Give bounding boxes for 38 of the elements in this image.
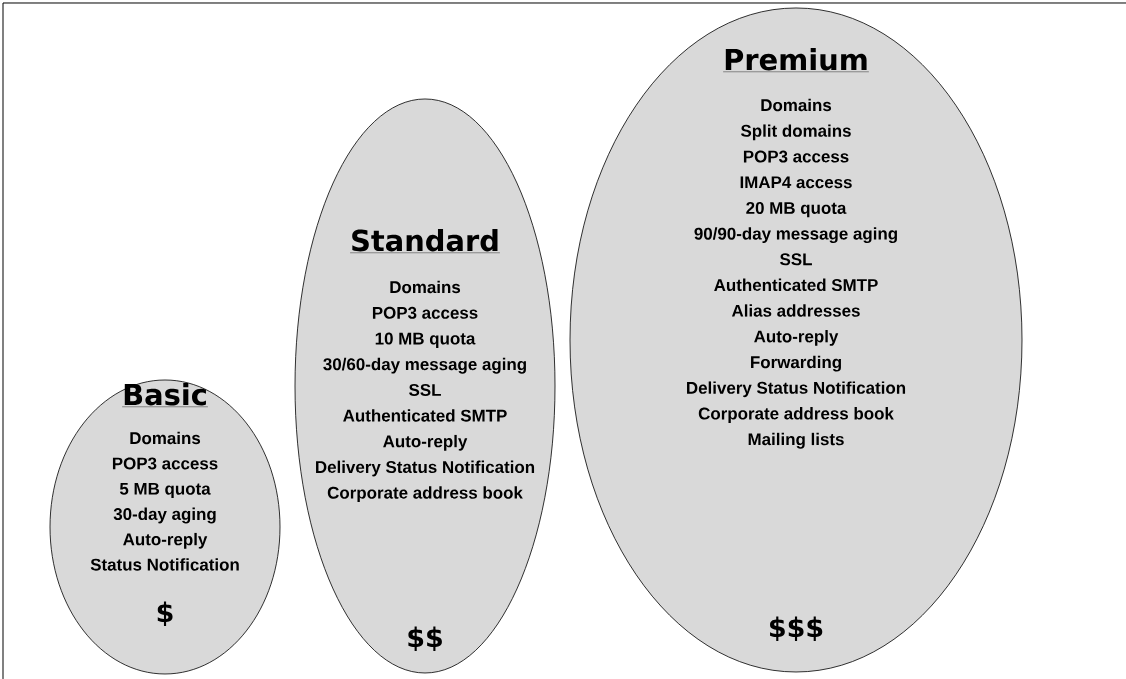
plan-title: Premium [722, 48, 870, 72]
feature-text: POP3 access [743, 150, 849, 163]
plan-ellipse [49, 379, 281, 675]
plan-ellipse [569, 7, 1023, 673]
feature-text: 5 MB quota [119, 482, 211, 499]
feature-text: Alias addresses [731, 304, 860, 317]
feature-text: Mailing lists [748, 432, 844, 449]
feature-text: POP3 access [372, 306, 478, 319]
feature-text: Auto-reply [383, 434, 468, 451]
feature-text: Status Notification [90, 558, 239, 571]
feature-text: Delivery Status Notification [687, 381, 906, 398]
feature-text: Authenticated SMTP [343, 409, 507, 422]
plan-title: Basic [121, 383, 209, 407]
feature-text: Domains [130, 431, 201, 445]
feature-text: 90/90-day message aging [694, 227, 897, 244]
feature-text: IMAP4 access [740, 176, 852, 189]
plan-title: Standard [349, 229, 501, 253]
price-text: $$$ [770, 616, 823, 641]
feature-text: 30-day aging [113, 507, 216, 524]
feature-text: 20 MB quota [746, 201, 847, 218]
feature-text: SSL [409, 383, 441, 396]
feature-text: Delivery Status Notification [316, 460, 535, 477]
feature-text: Auto-reply [123, 532, 208, 549]
feature-text: Domains [761, 98, 832, 112]
feature-text: Corporate address book [698, 407, 894, 423]
price-text: $$ [408, 626, 442, 651]
feature-text: Domains [390, 280, 461, 294]
plan-ellipse [294, 98, 556, 674]
feature-text: 30/60-day message aging [323, 357, 526, 374]
feature-text: Corporate address book [327, 486, 523, 503]
feature-text: POP3 access [112, 457, 218, 470]
feature-text: 10 MB quota [375, 332, 476, 348]
feature-text: Split domains [740, 124, 851, 141]
price-text: $ [157, 601, 173, 626]
feature-text: Auto-reply [754, 330, 839, 346]
feature-text: SSL [780, 253, 812, 266]
feature-text: Forwarding [751, 355, 841, 372]
feature-text: Authenticated SMTP [714, 278, 878, 292]
